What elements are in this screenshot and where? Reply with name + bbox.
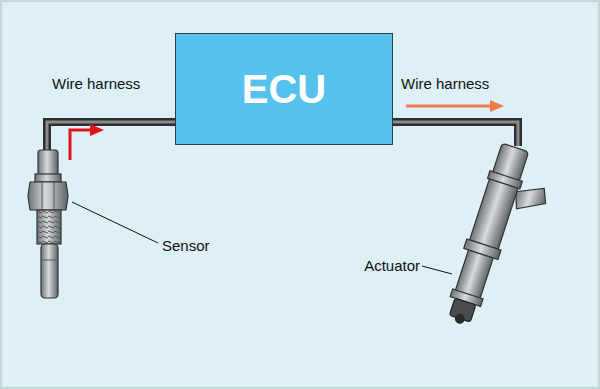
wire-harness [47, 122, 176, 152]
wire-harness [392, 122, 518, 146]
unit-name: ECU [242, 67, 326, 112]
wire-label: Wire harness [401, 76, 489, 93]
sensor-illustration [28, 150, 68, 298]
part-name: Actuator [364, 258, 420, 275]
wire-label: Wire harness [52, 76, 140, 93]
signal-arrow [406, 100, 504, 112]
leader-line [72, 202, 158, 243]
actuator-illustration [441, 142, 559, 338]
part-name: Sensor [162, 238, 210, 255]
signal-arrow [70, 124, 104, 160]
control-unit-box: ECU [175, 33, 393, 145]
leader-line [422, 266, 452, 274]
